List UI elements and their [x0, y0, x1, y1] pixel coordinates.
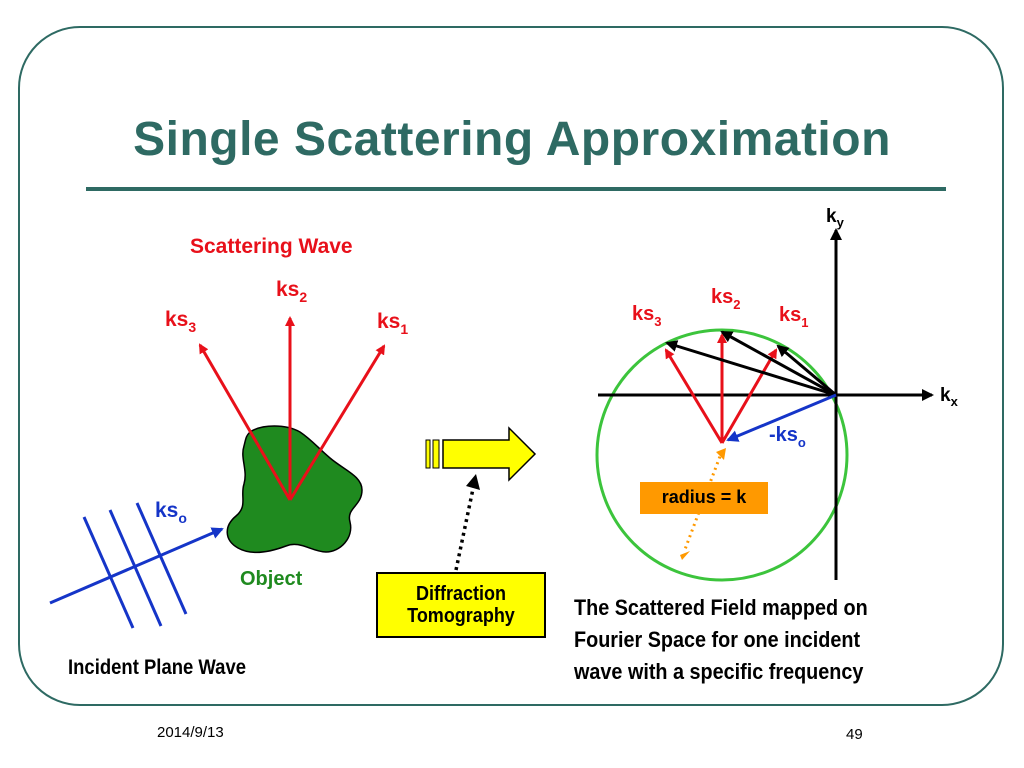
right-ks1-label: ks1 [779, 304, 808, 330]
kx-label: kx [940, 385, 959, 409]
right-ks3-label: ks3 [632, 303, 661, 329]
right-ks1-arrow [720, 348, 778, 444]
incident-wavefronts [82, 502, 188, 629]
kso-arrow [49, 527, 224, 605]
slide-date: 2014/9/13 [157, 724, 224, 741]
q1-arrow [776, 344, 837, 397]
dt-line2: Tomography [407, 605, 515, 627]
right-ks3-arrow [664, 348, 724, 444]
q3-arrow [665, 340, 837, 397]
slide-page-number: 49 [846, 726, 863, 743]
object-blob [226, 425, 363, 554]
radius-head-top [716, 448, 726, 460]
caption-line-2: Fourier Space for one incident [574, 627, 861, 652]
left-ks2-label: ks2 [276, 278, 307, 305]
slide-title: Single Scattering Approximation [133, 113, 891, 166]
caption-line-1: The Scattered Field mapped on [574, 595, 868, 620]
fourier-caption: The Scattered Field mapped on Fourier Sp… [574, 592, 898, 688]
object-label: Object [240, 568, 303, 590]
dt-pointer-head [466, 474, 480, 490]
left-ks1-label: ks1 [377, 310, 408, 337]
ks1-arrow [288, 344, 386, 501]
left-kso-label: kso [155, 499, 187, 526]
caption-line-3: wave with a specific frequency [574, 659, 864, 684]
dt-pointer [454, 483, 476, 571]
neg-kso-arrow [726, 393, 837, 442]
diffraction-tomography-box: Diffraction Tomography [376, 572, 546, 638]
radius-label: radius = k [640, 482, 768, 514]
incident-plane-wave-label: Incident Plane Wave [68, 656, 247, 679]
q2-arrow [720, 330, 837, 397]
ewald-circle [595, 328, 849, 582]
ks3-arrow [198, 343, 292, 501]
right-neg-kso-label: -kso [769, 424, 806, 450]
ky-label: ky [826, 206, 845, 230]
scattering-wave-label: Scattering Wave [190, 235, 353, 258]
dt-line1: Diffraction [416, 583, 506, 605]
left-ks3-label: ks3 [165, 308, 196, 335]
block-arrow [425, 426, 537, 482]
radius-head-bottom [680, 551, 690, 560]
slide-frame [18, 26, 1004, 706]
title-underline [86, 187, 946, 191]
right-ks2-label: ks2 [711, 286, 740, 312]
